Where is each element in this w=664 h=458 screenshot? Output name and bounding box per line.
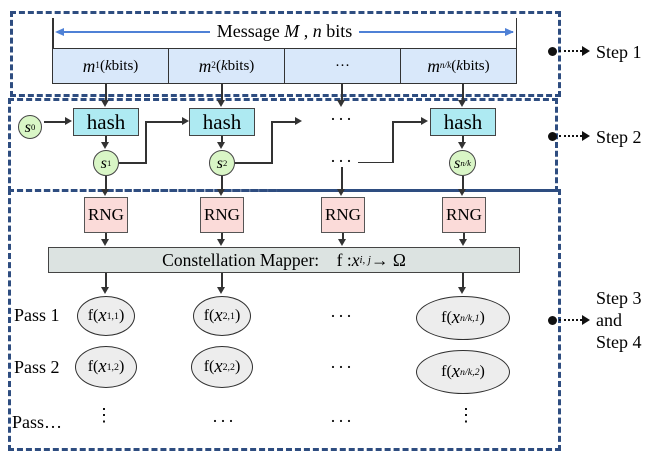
elbow-s2-h (235, 162, 273, 164)
elbow-dots-v (392, 121, 394, 163)
step2-arrowhead-icon (582, 131, 590, 141)
arrow-rng3-to-mapper (338, 233, 346, 246)
arrow-dots-to-rng3 (337, 167, 345, 196)
pass-more-label: Pass… (12, 412, 63, 432)
message-width-label: Message M , n bits (52, 21, 517, 42)
pass2-label: Pass 2 (14, 357, 60, 377)
arrow-hash2-to-s2 (217, 136, 225, 149)
pass-more-col2-hdots: ··· (212, 411, 236, 431)
arrow-s2-to-rng2 (217, 176, 225, 196)
step34-label-line3: Step 4 (596, 332, 642, 352)
dashed-box-step1 (10, 11, 561, 97)
pass1-label: Pass 1 (14, 305, 60, 325)
dimension-tick-right (515, 18, 518, 48)
step1-dotted-arrow (559, 50, 582, 52)
arrow-mapper-to-x11 (101, 273, 109, 294)
step1-dot-icon (548, 47, 557, 56)
arrow-s1-to-rng1 (101, 176, 109, 196)
step1-label: Step 1 (596, 42, 642, 62)
pass2-ellipsis: ··· (330, 357, 354, 377)
step2-dotted-arrow (559, 135, 582, 137)
hash-row-ellipsis: ··· (330, 109, 354, 129)
elbow-s2-v (271, 121, 273, 164)
pass1-ellipsis: ··· (330, 306, 354, 326)
arrow-mapper-to-xnk1 (458, 273, 466, 294)
step34-label-line1: Step 3 (596, 288, 642, 308)
arrow-snk-to-rng4 (458, 176, 466, 196)
arrow-m1-to-hash1 (101, 84, 109, 107)
arrow-head-right-icon (505, 28, 514, 36)
hash-box-1: hash (73, 108, 139, 136)
elbow-s2-arrow (272, 117, 302, 125)
step2-label: Step 2 (596, 127, 642, 147)
rng-box-3: RNG (321, 197, 365, 233)
elbow-dots-h (358, 161, 394, 164)
hash-box-3: hash (430, 108, 496, 136)
step34-arrowhead-icon (582, 315, 590, 325)
elbow-s1-arrow (147, 117, 189, 125)
step2-dot-icon (548, 132, 557, 141)
elbow-s1-v (145, 121, 147, 164)
elbow-dots-arrow (393, 117, 428, 125)
elbow-s1-h (119, 162, 147, 164)
step34-label-line2: and (596, 310, 622, 330)
step1-arrowhead-icon (582, 46, 590, 56)
rng-box-1: RNG (84, 197, 128, 233)
pass-more-col4-vdots: ⋮ (457, 405, 475, 425)
arrow-m2-to-hash2 (217, 84, 225, 107)
arrow-mdots-down (337, 84, 345, 107)
message-width-label-text: Message M , n bits (209, 21, 360, 41)
arrow-rng2-to-mapper (217, 233, 225, 246)
arrow-mapper-to-x21 (217, 273, 225, 294)
rng-box-4: RNG (442, 197, 486, 233)
arrow-head-left-icon (55, 28, 64, 36)
arrow-rng4-to-mapper (459, 233, 467, 246)
step34-dotted-arrow (559, 319, 582, 321)
hash-box-2: hash (189, 108, 255, 136)
seed-row-ellipsis: ··· (330, 151, 354, 171)
step34-dot-icon (548, 316, 557, 325)
arrow-s0-to-hash1 (44, 117, 72, 125)
pass-more-col1-vdots: ⋮ (95, 405, 113, 425)
rng-box-2: RNG (200, 197, 244, 233)
arrow-rng1-to-mapper (101, 233, 109, 246)
dimension-tick-left (52, 18, 54, 48)
arrow-hash3-to-snk (458, 136, 466, 149)
arrow-mnk-to-hash3 (458, 84, 466, 107)
pass-more-col3-hdots: ··· (330, 411, 354, 431)
message-cell-ellipsis: ··· (285, 49, 401, 83)
arrow-hash1-to-s1 (101, 136, 109, 149)
